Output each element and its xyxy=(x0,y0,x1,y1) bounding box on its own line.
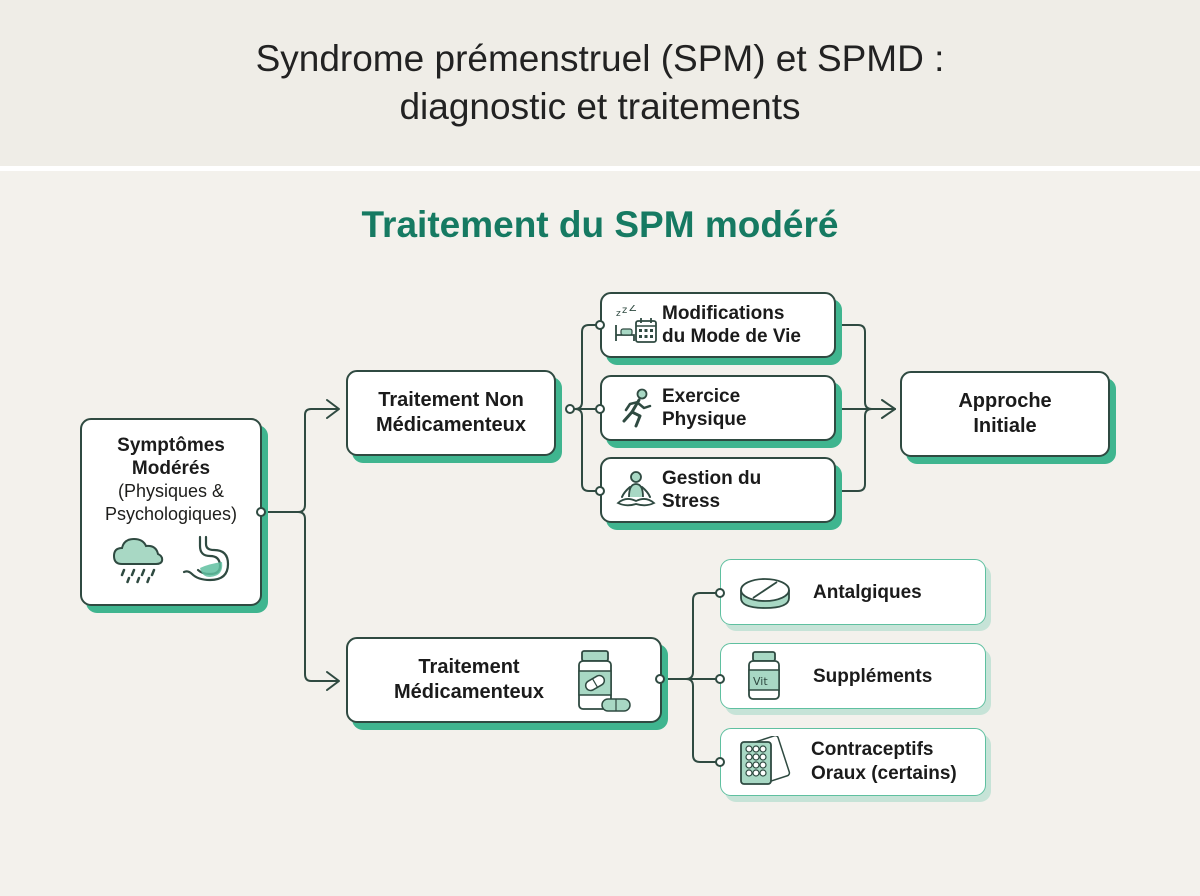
stress-line1: Gestion du xyxy=(662,468,762,489)
rain-cloud-icon xyxy=(112,537,164,584)
connector-dot-analgesics xyxy=(715,588,725,598)
connector-dot-supplements xyxy=(715,674,725,684)
node-analgesics: Antalgiques xyxy=(720,559,986,625)
running-person-icon xyxy=(622,388,652,428)
vitamin-bottle-icon: Vit xyxy=(748,651,780,700)
arrow-nondrug xyxy=(326,399,340,419)
symptoms-title-line2: Modérés xyxy=(131,458,211,479)
arrow-drug xyxy=(326,671,340,691)
connector-dot-lifestyle xyxy=(595,320,605,330)
initial-line1: Approche xyxy=(958,390,1052,412)
node-drug-treatment: Traitement Médicamenteux xyxy=(346,637,662,723)
symptoms-icons xyxy=(110,534,232,584)
connector-nondrug-stress xyxy=(574,408,601,492)
connector-dot-contraceptives xyxy=(715,757,725,767)
node-initial-approach: Approche Initiale xyxy=(900,371,1110,457)
drug-line1: Traitement xyxy=(418,656,520,678)
blister-pack-icon xyxy=(740,736,791,785)
connector-dot-exercise xyxy=(595,404,605,414)
sleep-calendar-icon: z z Z xyxy=(615,305,657,343)
node-symptoms: Symptômes Modérés (Physiques & Psycholog… xyxy=(80,418,262,606)
node-stress: Gestion du Stress xyxy=(600,457,836,523)
exercise-line1: Exercice xyxy=(662,386,741,407)
meditation-icon xyxy=(616,471,656,507)
connector-nondrug-lifestyle xyxy=(571,324,601,410)
connector-dot-non-drug xyxy=(565,404,575,414)
svg-text:z: z xyxy=(616,309,621,319)
connector-dot-symptoms xyxy=(256,507,266,517)
connector-drug-contraceptives xyxy=(685,678,721,763)
stress-line2: Stress xyxy=(662,491,721,512)
symptoms-title-line1: Symptômes xyxy=(117,435,225,456)
node-supplements: Vit Suppléments xyxy=(720,643,986,709)
connector-drug-analgesics xyxy=(663,592,721,680)
symptoms-sub-line2: Psychologiques) xyxy=(104,504,238,524)
vitamin-label: Vit xyxy=(753,675,768,688)
pill-bottle-icon xyxy=(578,650,631,712)
initial-line2: Initiale xyxy=(973,415,1037,437)
non-drug-line1: Traitement Non xyxy=(378,389,524,411)
symptoms-sub-line1: (Physiques & xyxy=(117,481,225,501)
connector-dot-drug xyxy=(655,674,665,684)
lifestyle-line2: du Mode de Vie xyxy=(662,326,802,347)
section-title: Traitement du SPM modéré xyxy=(361,204,839,245)
stomach-icon xyxy=(182,535,230,582)
exercise-line2: Physique xyxy=(662,409,747,430)
page-title-line1: Syndrome prémenstruel (SPM) et SPMD : xyxy=(255,38,945,79)
node-contraceptives: Contraceptifs Oraux (certains) xyxy=(720,728,986,796)
svg-text:z: z xyxy=(622,305,627,316)
header-divider xyxy=(0,166,1200,171)
connector-lifestyle-initial xyxy=(835,324,896,410)
analgesics-label: Antalgiques xyxy=(813,581,922,603)
node-non-drug-treatment: Traitement Non Médicamenteux xyxy=(346,370,556,456)
supplements-label: Suppléments xyxy=(813,665,933,687)
contraceptives-line1: Contraceptifs xyxy=(811,739,934,760)
arrow-initial xyxy=(881,399,896,419)
connector-symptoms-nondrug xyxy=(264,408,339,513)
drug-line2: Médicamenteux xyxy=(393,681,545,703)
node-lifestyle: z z Z Modifications du Mode de Vie xyxy=(600,292,836,358)
page-title-line2: diagnostic et traitements xyxy=(399,86,801,127)
svg-text:Z: Z xyxy=(629,305,637,314)
non-drug-line2: Médicamenteux xyxy=(375,414,527,436)
connector-symptoms-drug xyxy=(297,511,339,682)
connector-stress-initial xyxy=(835,408,873,492)
node-exercise: Exercice Physique xyxy=(600,375,836,441)
tablet-icon xyxy=(740,578,790,609)
lifestyle-line1: Modifications xyxy=(662,303,785,324)
page-header: Syndrome prémenstruel (SPM) et SPMD : di… xyxy=(0,0,1200,166)
connector-dot-stress xyxy=(595,486,605,496)
contraceptives-line2: Oraux (certains) xyxy=(811,763,957,784)
